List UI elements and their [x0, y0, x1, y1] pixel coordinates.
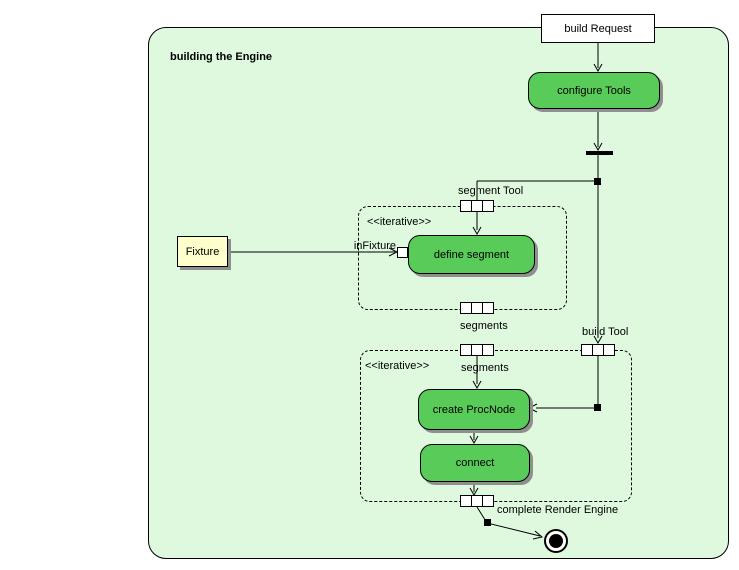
expansion-cell: [461, 496, 472, 506]
final-node-dot: [549, 534, 563, 548]
expansion-cell: [461, 201, 472, 211]
expansion-node-segments-out[interactable]: [460, 302, 494, 314]
label-segments-out: segments: [460, 320, 508, 332]
input-pin-infixture[interactable]: [397, 247, 408, 258]
expansion-cell: [472, 303, 483, 313]
label-build-tool: build Tool: [582, 326, 629, 338]
node-configure-tools[interactable]: configure Tools: [528, 72, 660, 109]
label-segments-in: segments: [461, 362, 509, 374]
expansion-cell: [472, 345, 483, 355]
label-infixture: inFixture: [353, 240, 396, 252]
node-connect[interactable]: connect: [420, 444, 530, 482]
expansion-node-build-tool[interactable]: [581, 344, 615, 356]
node-configure-tools-label: configure Tools: [557, 84, 631, 97]
final-node[interactable]: [544, 529, 568, 553]
label-segment-tool: segment Tool: [458, 185, 524, 197]
node-build-request-label: build Request: [564, 22, 632, 35]
expansion-cell: [472, 201, 483, 211]
expansion-cell: [483, 201, 493, 211]
expansion-cell: [593, 345, 604, 355]
region-stereotype: <<iterative>>: [367, 216, 432, 228]
expansion-cell: [604, 345, 614, 355]
expansion-node-segment-tool[interactable]: [460, 200, 494, 212]
node-create-procnode[interactable]: create ProcNode: [418, 389, 530, 430]
fork-bar[interactable]: [586, 151, 613, 155]
node-fixture-label: Fixture: [185, 245, 220, 258]
expansion-cell: [461, 303, 472, 313]
expansion-cell: [582, 345, 593, 355]
frame-title: building the Engine: [170, 51, 273, 63]
node-fixture[interactable]: Fixture: [177, 236, 228, 267]
region-stereotype: <<iterative>>: [365, 360, 430, 372]
label-complete-render-engine: complete Render Engine: [497, 504, 619, 516]
expansion-cell: [472, 496, 483, 506]
expansion-region-build[interactable]: [360, 350, 632, 502]
node-define-segment-label: define segment: [433, 248, 510, 261]
node-define-segment[interactable]: define segment: [408, 235, 535, 274]
node-build-request[interactable]: build Request: [541, 14, 655, 43]
expansion-node-complete[interactable]: [460, 495, 494, 507]
expansion-node-segments-in[interactable]: [460, 344, 494, 356]
node-connect-label: connect: [455, 457, 495, 469]
expansion-cell: [483, 496, 493, 506]
expansion-cell: [483, 345, 493, 355]
expansion-cell: [461, 345, 472, 355]
node-create-procnode-label: create ProcNode: [432, 403, 516, 416]
expansion-cell: [483, 303, 493, 313]
